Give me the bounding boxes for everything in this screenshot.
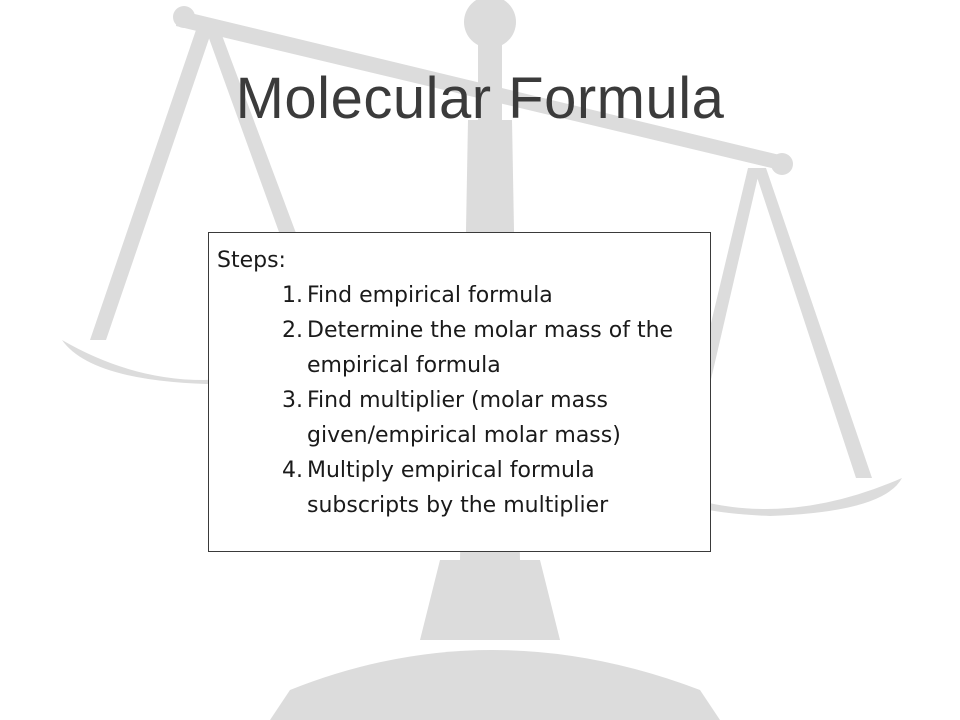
steps-box: Steps: 1. Find empirical formula 2. Dete… [208,232,711,552]
step-text: Multiply empirical formula subscripts by… [307,458,609,518]
step-number: 1. [282,283,303,308]
step-number: 3. [282,388,303,413]
step-text: Determine the molar mass of the empirica… [307,318,674,378]
step-number: 4. [282,458,303,483]
step-text: Find multiplier (molar mass given/empiri… [307,388,621,448]
list-item: 4. Multiply empirical formula subscripts… [217,453,696,523]
steps-heading: Steps: [217,248,286,273]
list-item: 1. Find empirical formula [217,278,696,313]
step-number: 2. [282,318,303,343]
page-title: Molecular Formula [235,66,725,131]
list-item: 2. Determine the molar mass of the empir… [217,313,696,383]
step-text: Find empirical formula [307,283,553,308]
list-item: 3. Find multiplier (molar mass given/emp… [217,383,696,453]
steps-list: 1. Find empirical formula 2. Determine t… [217,278,696,523]
